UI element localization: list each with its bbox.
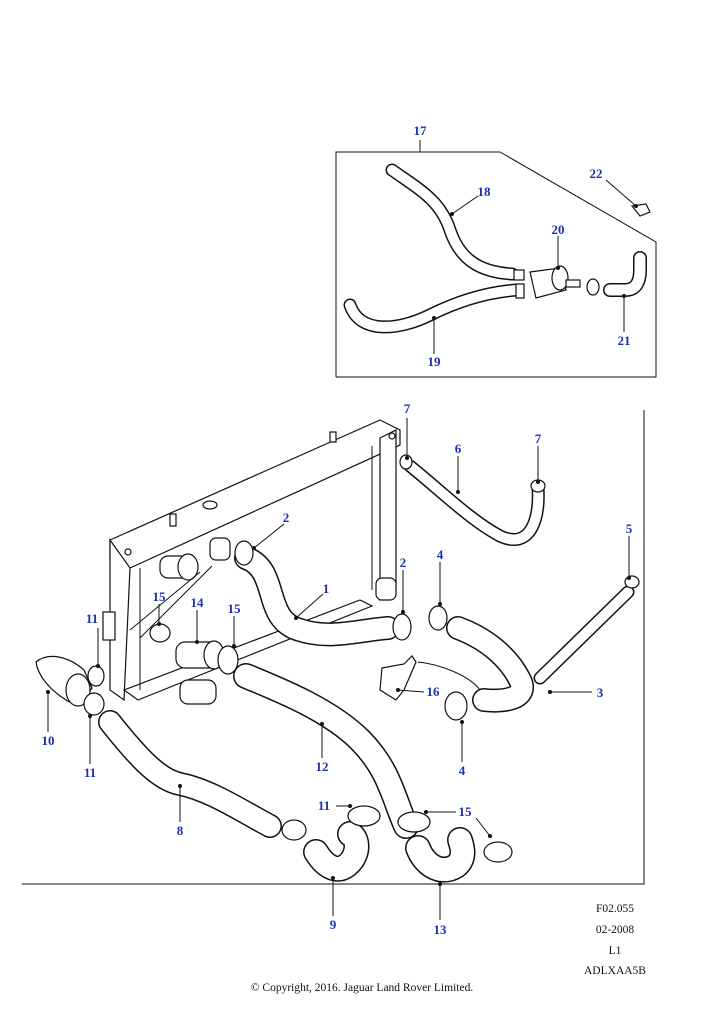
inset-assembly bbox=[335, 151, 657, 378]
callout-15-bottom: 15 bbox=[459, 804, 473, 819]
callout-6: 6 bbox=[455, 441, 462, 456]
callout-2-right: 2 bbox=[400, 555, 407, 570]
hose-10 bbox=[35, 655, 93, 707]
hose-9 bbox=[303, 821, 370, 882]
clamp-4-bottom bbox=[444, 691, 468, 721]
callout-20: 20 bbox=[552, 222, 565, 237]
callout-8: 8 bbox=[177, 823, 184, 838]
callout-16: 16 bbox=[427, 684, 441, 699]
callout-labels: 17 18 19 20 21 22 7 7 6 5 2 2 1 4 4 3 16… bbox=[42, 123, 633, 937]
callout-22: 22 bbox=[590, 166, 603, 181]
bracket-16 bbox=[379, 655, 417, 701]
hose-18 bbox=[385, 163, 519, 281]
hose-13 bbox=[405, 827, 476, 883]
callout-14: 14 bbox=[191, 595, 205, 610]
callout-21: 21 bbox=[618, 333, 631, 348]
callout-7-top: 7 bbox=[404, 401, 411, 416]
clamp-11-bottom bbox=[281, 819, 307, 841]
hose-14 bbox=[175, 640, 225, 670]
figure-ref: ADLXAA5B bbox=[584, 965, 646, 977]
clamp-2-right bbox=[392, 613, 412, 641]
clamp-15-left bbox=[149, 623, 171, 643]
callout-13: 13 bbox=[434, 922, 448, 937]
figure-level: L1 bbox=[608, 945, 622, 957]
callout-12: 12 bbox=[316, 759, 329, 774]
callout-11-lower: 11 bbox=[84, 765, 96, 780]
callout-4-bottom: 4 bbox=[459, 763, 466, 778]
figure-date: 02-2008 bbox=[595, 924, 635, 936]
clamp-15-right bbox=[483, 841, 513, 863]
callout-4-top: 4 bbox=[437, 547, 444, 562]
hose-8 bbox=[98, 710, 282, 838]
callout-3: 3 bbox=[597, 685, 604, 700]
figure-code: F02.055 bbox=[595, 903, 635, 915]
valve-20 bbox=[513, 265, 581, 299]
callout-11-bottom: 11 bbox=[318, 798, 330, 813]
inset-frame bbox=[335, 151, 657, 378]
clip-7-top bbox=[399, 454, 413, 470]
callout-7-right: 7 bbox=[535, 431, 542, 446]
clamp-11-upper bbox=[87, 665, 105, 687]
hose-6 bbox=[403, 459, 545, 546]
callout-15-left: 15 bbox=[153, 589, 167, 604]
clamp-15-mid bbox=[217, 645, 239, 675]
copyright-notice: © Copyright, 2016. Jaguar Land Rover Lim… bbox=[250, 982, 474, 994]
clamp-4-top bbox=[428, 605, 448, 631]
callout-11-upper: 11 bbox=[86, 611, 98, 626]
callout-5: 5 bbox=[626, 521, 633, 536]
radiator-outlets bbox=[159, 537, 397, 705]
hose-1 bbox=[234, 546, 400, 647]
callout-9: 9 bbox=[330, 917, 337, 932]
clamp-11-lower bbox=[83, 692, 105, 716]
callout-1: 1 bbox=[323, 581, 330, 596]
hose-12 bbox=[233, 663, 419, 839]
callout-15-mid: 15 bbox=[228, 601, 242, 616]
leader-lines bbox=[22, 140, 645, 920]
callout-17: 17 bbox=[414, 123, 428, 138]
callout-10: 10 bbox=[42, 733, 55, 748]
clamp-2-left bbox=[234, 540, 254, 566]
callout-2-left: 2 bbox=[283, 510, 290, 525]
hose-3 bbox=[446, 585, 635, 713]
callout-19: 19 bbox=[428, 354, 442, 369]
hose-19 bbox=[343, 283, 523, 334]
clamp-15-bottom bbox=[397, 811, 431, 833]
callout-18: 18 bbox=[478, 184, 492, 199]
pipe-16 bbox=[417, 661, 481, 691]
hose-21 bbox=[586, 251, 647, 297]
clamp-11-right bbox=[347, 805, 381, 827]
